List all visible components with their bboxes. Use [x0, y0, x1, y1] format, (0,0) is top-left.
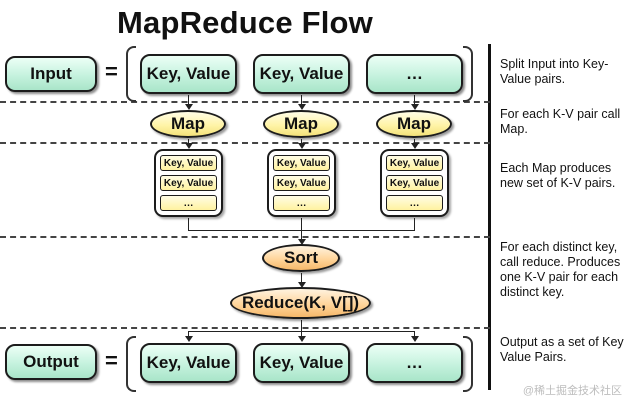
notes-separator [488, 44, 491, 390]
mini-ellipsis-label: … [409, 197, 420, 209]
arrow-line [301, 139, 302, 144]
input-label: Input [30, 64, 72, 83]
output-kv-label-1: Key, Value [146, 353, 231, 372]
mini-kv-box: Key, Value [160, 175, 217, 191]
output-kv-box-2: Key, Value [253, 343, 350, 383]
sort-label: Sort [284, 248, 318, 267]
output-label: Output [23, 352, 79, 371]
arrow-head [298, 143, 306, 149]
map-output-group-2: Key, Value Key, Value … [267, 149, 336, 217]
mini-ellipsis-label: … [183, 197, 194, 209]
arrow-head [411, 336, 419, 342]
mini-kv-label: Key, Value [389, 177, 440, 189]
arrow-head [298, 282, 306, 288]
input-box: Input [5, 56, 97, 92]
row-divider-2 [0, 142, 490, 144]
mini-kv-label: Key, Value [163, 177, 214, 189]
map-node-2: Map [263, 110, 339, 138]
row-divider-3 [0, 236, 490, 238]
merge-line [188, 218, 189, 230]
output-box: Output [5, 344, 97, 380]
note-split-input: Split Input into Key-Value pairs. [500, 57, 609, 86]
arrow-head [411, 143, 419, 149]
diagram-title: MapReduce Flow [117, 5, 373, 40]
note-map: For each K-V pair call Map. [500, 107, 621, 136]
reduce-label: Reduce(K, V[]) [241, 293, 360, 312]
note-reduce: For each distinct key, call reduce. Prod… [500, 240, 621, 299]
output-kv-box-1: Key, Value [140, 343, 237, 383]
arrow-line [301, 331, 302, 337]
input-kv-box-2: Key, Value [253, 54, 350, 94]
map-output-group-3: Key, Value Key, Value … [380, 149, 449, 217]
map-label-2: Map [284, 114, 318, 133]
mini-kv-box: Key, Value [386, 155, 443, 171]
output-ellipsis: … [406, 353, 423, 372]
map-label-3: Map [397, 114, 431, 133]
map-output-group-1: Key, Value Key, Value … [154, 149, 223, 217]
mini-kv-label: Key, Value [276, 177, 327, 189]
arrow-head [298, 104, 306, 110]
mini-ellipsis-label: … [296, 197, 307, 209]
reduce-node: Reduce(K, V[]) [230, 287, 371, 319]
input-ellipsis: … [406, 64, 423, 83]
output-brace-right [463, 336, 473, 392]
arrow-line [301, 95, 302, 105]
input-brace-right [463, 46, 473, 102]
mini-ellipsis-box: … [386, 195, 443, 211]
mini-kv-label: Key, Value [163, 157, 214, 169]
arrow-line [414, 331, 415, 337]
mini-kv-box: Key, Value [273, 155, 330, 171]
watermark: @稀土掘金技术社区 [522, 385, 622, 397]
arrow-head [185, 104, 193, 110]
arrow-line [414, 139, 415, 144]
row-divider-4 [0, 327, 490, 329]
output-equals: = [105, 348, 118, 373]
arrow-line [414, 95, 415, 105]
arrow-head [298, 239, 306, 245]
input-kv-box-1: Key, Value [140, 54, 237, 94]
arrow-line [188, 331, 189, 337]
merge-line [414, 218, 415, 230]
output-brace-left [126, 336, 136, 392]
output-kv-box-3: … [366, 343, 463, 383]
input-equals: = [105, 59, 118, 84]
arrow-line [301, 273, 302, 283]
mini-kv-box: Key, Value [273, 175, 330, 191]
map-node-3: Map [376, 110, 452, 138]
arrow-head [298, 336, 306, 342]
note-map-output: Each Map produces new set of K-V pairs. [500, 161, 616, 190]
map-label-1: Map [171, 114, 205, 133]
mini-kv-box: Key, Value [386, 175, 443, 191]
mini-kv-label: Key, Value [276, 157, 327, 169]
input-brace-left [126, 46, 136, 102]
split-line [301, 320, 302, 332]
mini-ellipsis-box: … [160, 195, 217, 211]
arrow-head [185, 143, 193, 149]
output-kv-label-2: Key, Value [259, 353, 344, 372]
mini-kv-label: Key, Value [389, 157, 440, 169]
arrow-line [188, 95, 189, 105]
arrow-line [188, 139, 189, 144]
mini-ellipsis-box: … [273, 195, 330, 211]
input-kv-label-2: Key, Value [259, 64, 344, 83]
merge-line [188, 230, 415, 231]
note-output: Output as a set of Key Value Pairs. [500, 335, 624, 364]
sort-node: Sort [262, 244, 340, 272]
input-kv-box-3: … [366, 54, 463, 94]
mini-kv-box: Key, Value [160, 155, 217, 171]
map-node-1: Map [150, 110, 226, 138]
row-divider-1 [0, 101, 490, 103]
arrow-head [185, 336, 193, 342]
input-kv-label-1: Key, Value [146, 64, 231, 83]
arrow-head [411, 104, 419, 110]
